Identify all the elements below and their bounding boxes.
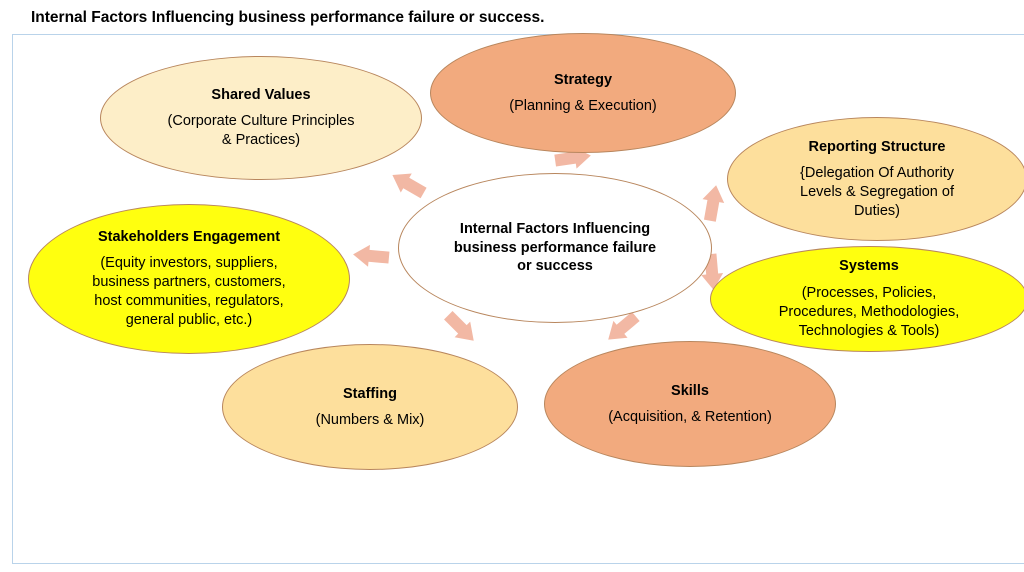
arrow-to-skills [608, 311, 640, 340]
page-title: Internal Factors Influencing business pe… [31, 9, 545, 26]
center-node: Internal Factors Influencing business pe… [398, 173, 712, 323]
staffing-title: Staffing [343, 385, 397, 402]
reporting-structure-title: Reporting Structure [808, 138, 946, 155]
staffing-detail: (Numbers & Mix) [315, 411, 425, 428]
systems-title: Systems [839, 258, 899, 274]
center-title: Internal Factors Influencing business pe… [453, 221, 657, 275]
reporting-structure-node: Reporting Structure {Delegation Of Autho… [727, 117, 1024, 241]
strategy-node: Strategy (Planning & Execution) [430, 33, 736, 153]
strategy-detail: (Planning & Execution) [509, 97, 657, 114]
arrow-to-stakeholders [353, 244, 390, 267]
arrow-to-shared-values [392, 173, 427, 199]
shared-values-detail: (Corporate Culture Principles & Practice… [167, 113, 355, 148]
skills-node: Skills (Acquisition, & Retention) [544, 341, 836, 467]
reporting-structure-detail: {Delegation Of Authority Levels & Segreg… [800, 164, 954, 219]
systems-detail: (Processes, Policies, Procedures, Method… [778, 285, 960, 339]
stakeholders-engagement-detail: (Equity investors, suppliers, business p… [92, 255, 286, 328]
staffing-node: Staffing (Numbers & Mix) [222, 344, 518, 470]
skills-title: Skills [671, 382, 709, 399]
skills-detail: (Acquisition, & Retention) [608, 408, 772, 425]
systems-node: Systems (Processes, Policies, Procedures… [710, 246, 1024, 352]
diagram-frame [12, 34, 1024, 564]
shared-values-title: Shared Values [211, 87, 311, 103]
stakeholders-engagement-title: Stakeholders Engagement [97, 229, 281, 245]
shared-values-node: Shared Values (Corporate Culture Princip… [100, 56, 422, 180]
strategy-title: Strategy [553, 71, 613, 88]
arrow-to-reporting-structure [702, 185, 725, 222]
stakeholders-engagement-node: Stakeholders Engagement (Equity investor… [28, 204, 350, 354]
arrow-to-staffing [444, 311, 474, 341]
